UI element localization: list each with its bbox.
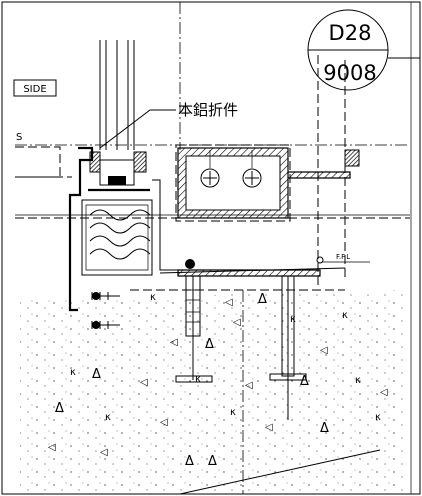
aggregate-mark: ◁ (380, 387, 388, 398)
aggregate-mark: ◁ (160, 417, 168, 428)
aggregate-mark: ◁ (225, 297, 233, 308)
side-tag-label: SIDE (23, 84, 46, 95)
centerlines (179, 2, 346, 494)
detail-callout: D28 9008 (307, 9, 420, 91)
side-tag-label-2: S (16, 132, 22, 143)
floor-anchor-bolts (175, 275, 307, 420)
material-callout-label: 本鋁折件 (178, 101, 238, 119)
aggregate-mark: κ (290, 314, 296, 325)
aggregate-mark: ◁ (140, 377, 148, 388)
side-tag: SIDE S (13, 79, 57, 143)
level-mark-label: F.F.L (336, 253, 350, 261)
detail-number: D28 (329, 21, 372, 45)
aggregate-mark: κ (375, 412, 381, 423)
bolt-icon (200, 168, 220, 188)
steel-box-section (175, 144, 351, 222)
left-dashed-bracket (15, 146, 61, 178)
right-gasket (344, 149, 360, 167)
aggregate-mark: Δ (320, 421, 329, 436)
aggregate-mark: κ (150, 292, 156, 303)
aggregate-mark: κ (230, 407, 236, 418)
aggregate-mark: Δ (92, 367, 101, 382)
aggregate-mark: Δ (258, 292, 267, 307)
concrete-slab (20, 290, 405, 495)
aggregate-mark: ◁ (320, 345, 328, 356)
aggregate-mark: ◁ (100, 447, 108, 458)
aggregate-mark: κ (342, 310, 348, 321)
sheet-number: 9008 (323, 61, 376, 85)
aggregate-mark: Δ (185, 454, 194, 469)
aggregate-mark: Δ (208, 454, 217, 469)
aggregate-mark: κ (70, 367, 76, 378)
aggregate-mark: Δ (205, 337, 214, 352)
aggregate-mark: κ (355, 375, 361, 386)
aggregate-mark: Δ (300, 374, 309, 389)
aggregate-mark: ◁ (245, 380, 253, 391)
aggregate-mark: ◁ (48, 442, 56, 453)
level-marker: F.F.L (322, 253, 370, 263)
aggregate-mark: ◁ (265, 422, 273, 433)
bolt-icon (242, 168, 262, 188)
material-callout: 本鋁折件 (99, 101, 238, 149)
insulation-block (89, 209, 151, 260)
aggregate-mark: κ (105, 412, 111, 423)
aggregate-mark: ◁ (233, 317, 241, 328)
floor-plate (159, 256, 346, 277)
glass-mullion (99, 40, 135, 150)
aluminium-frame-profile (68, 146, 178, 312)
aggregate-mark: κ (195, 374, 201, 385)
aggregate-mark: ◁ (170, 337, 178, 348)
aggregate-mark: Δ (55, 401, 64, 416)
wall-anchors (91, 292, 120, 329)
